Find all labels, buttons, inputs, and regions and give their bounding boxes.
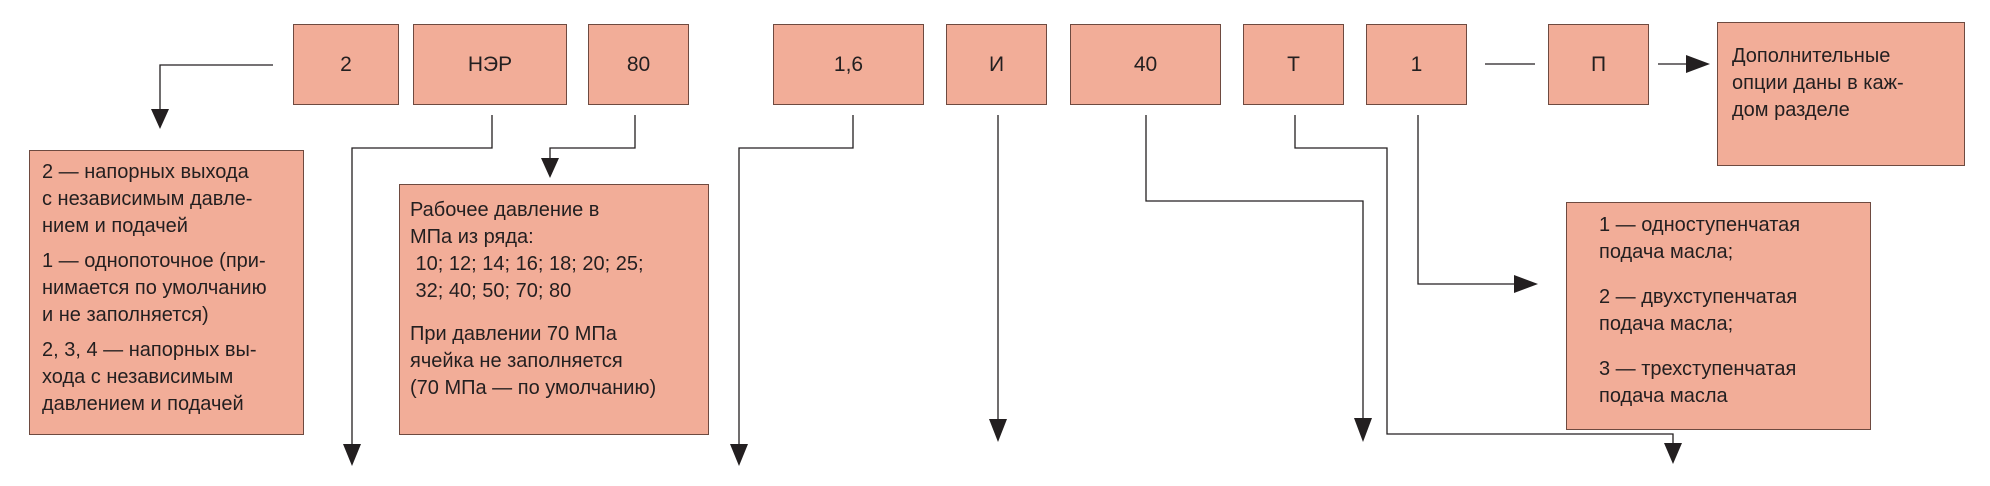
arrowhead xyxy=(541,158,559,178)
connector-code-ner xyxy=(351,115,493,450)
arrowhead xyxy=(1514,275,1538,293)
stage-2: 2 — двухступенчатая подача масла; xyxy=(1599,286,1798,335)
options-text: Дополнительные опции даны в каж- дом раз… xyxy=(1732,45,1904,121)
code-cell-40: 40 xyxy=(1070,24,1221,105)
connector-code-80 xyxy=(549,115,636,162)
arrowhead xyxy=(1664,443,1682,464)
arrowhead xyxy=(1686,55,1710,73)
flows-line-1: 1 — однопоточное (при- нимается по умолч… xyxy=(42,250,267,326)
code-cell-i: И xyxy=(946,24,1047,105)
stages-description: 1 — одноступенчатая подача масла; 2 — дв… xyxy=(1566,202,1871,430)
flows-line-2: 2 — напорных выхода с независимым давле-… xyxy=(42,161,253,237)
connector-code-2 xyxy=(159,64,273,115)
pressure-default: При давлении 70 МПа ячейка не заполняетс… xyxy=(410,323,657,399)
arrowhead xyxy=(730,444,748,466)
flows-description: 2 — напорных выхода с независимым давле-… xyxy=(29,150,304,435)
connector-code-t xyxy=(1294,115,1674,447)
arrowhead xyxy=(151,109,169,129)
arrowhead xyxy=(343,444,361,466)
connector-code-40 xyxy=(1145,115,1364,424)
stage-1: 1 — одноступенчатая подача масла; xyxy=(1599,214,1801,263)
options-description: Дополнительные опции даны в каж- дом раз… xyxy=(1717,22,1965,166)
code-cell-stages: 1 xyxy=(1366,24,1467,105)
pressure-range: Рабочее давление в МПа из ряда: 10; 12; … xyxy=(410,199,644,302)
code-cell-type: НЭР xyxy=(413,24,567,105)
code-cell-p: П xyxy=(1548,24,1649,105)
flows-line-2-3-4: 2, 3, 4 — напорных вы- хода с независимы… xyxy=(42,339,257,415)
pressure-description: Рабочее давление в МПа из ряда: 10; 12; … xyxy=(399,184,709,435)
code-cell-pressure: 80 xyxy=(588,24,689,105)
code-cell-t: Т xyxy=(1243,24,1344,105)
arrowhead xyxy=(989,419,1007,442)
code-cell-displacement: 1,6 xyxy=(773,24,924,105)
code-cell-count: 2 xyxy=(293,24,399,105)
connector-code-1 xyxy=(1417,115,1518,285)
stage-3: 3 — трехступенчатая подача масла xyxy=(1599,358,1797,407)
connector-code-1-6 xyxy=(738,115,854,450)
arrowhead xyxy=(1354,418,1372,442)
